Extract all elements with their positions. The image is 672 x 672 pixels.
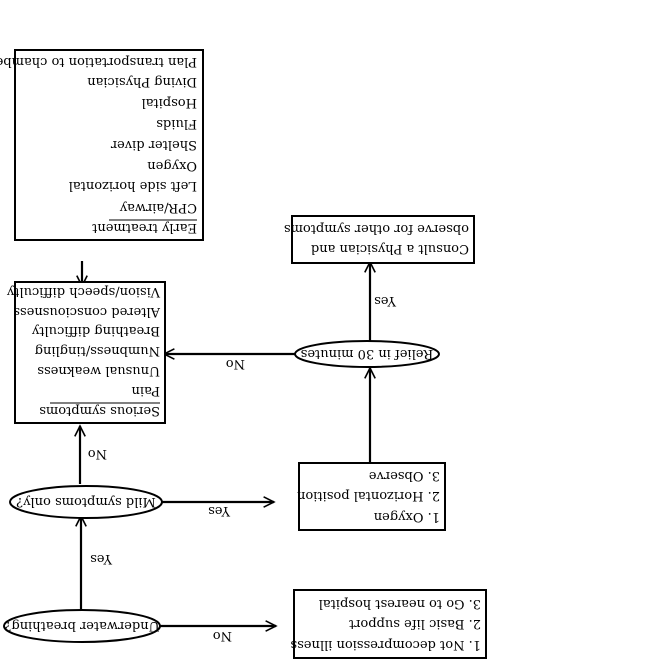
serious-symptoms-box: Serious symptoms Pain Unusual weakness N…	[6, 281, 166, 424]
serious-symptoms-heading: Serious symptoms	[39, 403, 160, 418]
not-decompression-box: 1. Not decompression illness 2. Basic li…	[291, 589, 487, 659]
edge-label-relief-yes: Yes	[374, 293, 397, 308]
decision-mild-label: Mild symptoms only?	[16, 494, 156, 509]
decision-underwater-label: Underwater breathing?	[4, 618, 159, 633]
serious-symptoms-line: Altered consciousness	[13, 304, 161, 319]
first-aid-line: 3. Observe	[369, 468, 440, 483]
early-treatment-box: Early treatment CPR/airway Left side hor…	[0, 49, 204, 241]
edge-label-mild-yes: Yes	[208, 503, 231, 518]
not-decompression-line: 2. Basic life support	[348, 616, 481, 631]
first-aid-line: 2. Horizontal position	[296, 488, 440, 503]
edge-label-mild-no: No	[88, 446, 107, 461]
early-treatment-line: Plan transportation to chamber	[0, 54, 197, 69]
decision-mild: Mild symptoms only?	[9, 485, 163, 519]
serious-symptoms-line: Pain	[131, 383, 160, 398]
serious-symptoms-line: Numbness/tingling	[35, 343, 160, 358]
consult-line: observe for other symptoms	[284, 221, 469, 236]
serious-symptoms-line: Breathing difficulty	[31, 323, 160, 338]
consult-line: Consult a Physician and	[311, 241, 469, 256]
edge-label-underwater-yes: Yes	[90, 551, 113, 566]
early-treatment-line: Hospital	[142, 95, 197, 110]
serious-symptoms-line: Unusual weakness	[37, 363, 160, 378]
first-aid-box: 1. Oxygen 2. Horizontal position 3. Obse…	[296, 462, 446, 531]
decision-relief: Relief in 30 minutes	[294, 340, 440, 368]
not-decompression-line: 3. Go to nearest hospital	[319, 596, 481, 611]
early-treatment-line: Fluids	[156, 116, 197, 131]
early-treatment-line: CPR/airway	[119, 200, 197, 215]
serious-symptoms-line: Vision/speech difficulty	[6, 284, 161, 299]
first-aid-line: 1. Oxygen	[373, 509, 440, 524]
early-treatment-line: Left side horizontal	[69, 178, 197, 193]
edge-label-relief-no: No	[226, 356, 245, 371]
not-decompression-line: 1. Not decompression illness	[291, 637, 482, 652]
decision-relief-label: Relief in 30 minutes	[301, 346, 434, 361]
edge-label-underwater-no: No	[213, 628, 232, 643]
early-treatment-line: Oxygen	[147, 158, 197, 173]
early-treatment-line: Shelter diver	[110, 137, 197, 152]
early-treatment-line: Diving Physician	[87, 74, 197, 89]
early-treatment-heading: Early treatment	[91, 220, 197, 235]
decision-underwater: Underwater breathing?	[3, 609, 161, 643]
consult-box: Consult a Physician and observe for othe…	[284, 215, 475, 264]
